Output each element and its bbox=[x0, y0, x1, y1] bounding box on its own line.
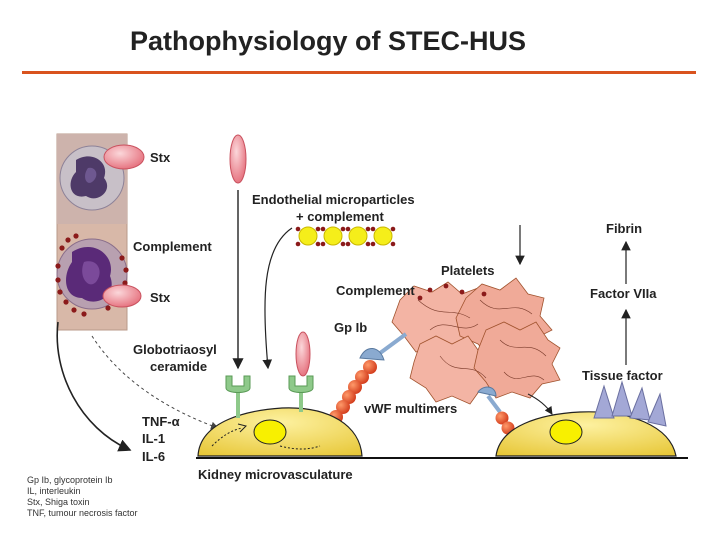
label-vwf-multimers: vWF multimers bbox=[364, 401, 458, 416]
label-il6: IL-6 bbox=[142, 449, 166, 464]
dashed-arrow-panel bbox=[91, 335, 219, 430]
vwf-right-beads bbox=[477, 386, 515, 435]
slide-title: Pathophysiology of STEC-HUS bbox=[130, 26, 527, 56]
tissue-factor-spikes bbox=[593, 380, 667, 427]
abbreviation-item: IL, interleukin bbox=[27, 486, 81, 496]
gb3-receptor-left bbox=[225, 375, 251, 418]
platelet-cluster bbox=[391, 277, 561, 405]
abbreviation-item: Gp Ib, glycoprotein Ib bbox=[27, 475, 113, 485]
microparticle-arrow bbox=[262, 227, 293, 370]
label-fibrin: Fibrin bbox=[606, 221, 643, 236]
label-plus-complement: + complement bbox=[296, 209, 384, 224]
abbreviation-item: TNF, tumour necrosis factor bbox=[27, 508, 138, 518]
label-globotriaosyl: Globotriaosyl bbox=[133, 342, 217, 357]
label-platelets: Platelets bbox=[441, 263, 495, 278]
cytokine-arrow bbox=[56, 321, 132, 452]
stx-toxin-free bbox=[229, 134, 247, 184]
abbreviations-footnote: Gp Ib, glycoprotein Ib IL, interleukin S… bbox=[27, 475, 138, 519]
label-stx-bottom: Stx bbox=[150, 290, 171, 305]
platelet-to-cell-arrow bbox=[527, 393, 553, 415]
gb3-receptor-right bbox=[288, 331, 314, 412]
gp-ib-receptor bbox=[359, 332, 408, 361]
label-stx-top: Stx bbox=[150, 150, 171, 165]
label-tissue-factor: Tissue factor bbox=[582, 368, 663, 383]
endothelial-cell-left bbox=[197, 407, 363, 457]
label-tnf: TNF-α bbox=[142, 414, 180, 429]
label-endothelial-microparticles: Endothelial microparticles bbox=[252, 192, 415, 207]
label-complement-left: Complement bbox=[133, 239, 212, 254]
label-gp-ib: Gp Ib bbox=[334, 320, 368, 335]
endothelial-microparticles bbox=[295, 226, 396, 247]
title-rule bbox=[22, 71, 696, 74]
stx-toxin-top bbox=[103, 144, 145, 170]
label-complement-platelets: Complement bbox=[336, 283, 415, 298]
stx-toxin-bottom bbox=[102, 284, 142, 308]
endothelial-cell-right bbox=[495, 411, 677, 457]
label-il1: IL-1 bbox=[142, 431, 166, 446]
neutrophil-cell-bottom bbox=[55, 233, 129, 317]
label-kidney-microvasculature: Kidney microvasculature bbox=[198, 467, 353, 482]
abbreviation-item: Stx, Shiga toxin bbox=[27, 497, 90, 507]
label-ceramide: ceramide bbox=[150, 359, 208, 374]
label-factor-viia: Factor VIIa bbox=[590, 286, 657, 301]
